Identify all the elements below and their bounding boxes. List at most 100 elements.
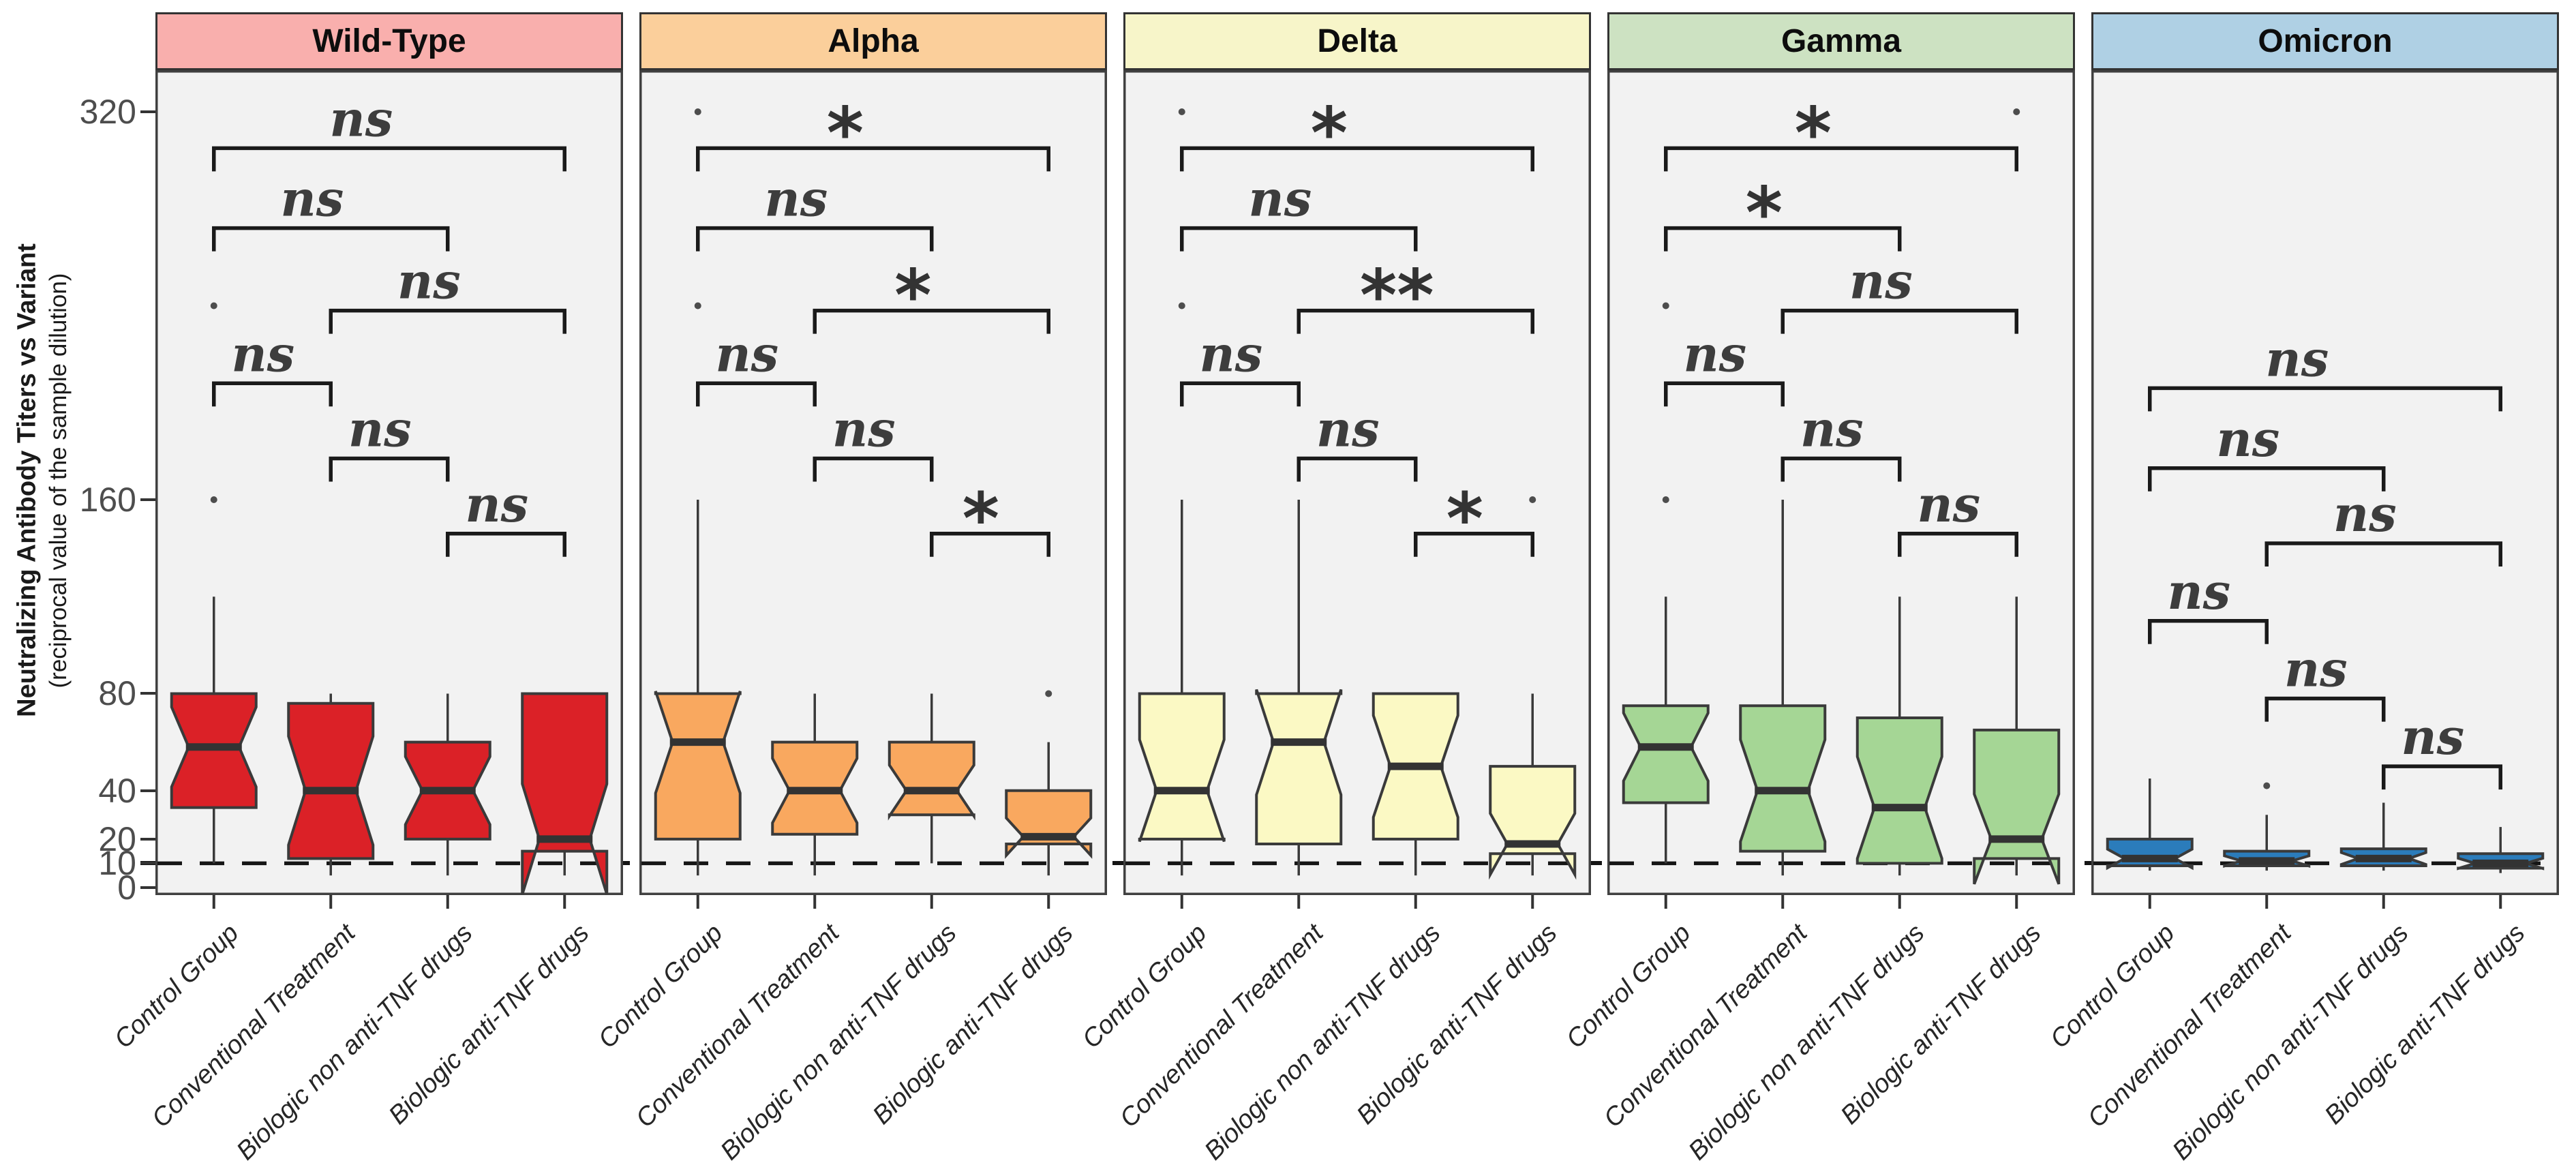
sig-bracket xyxy=(2148,386,2502,412)
y-axis-title: Neutralizing Antibody Titers vs Variant xyxy=(12,243,42,717)
sig-label: ns xyxy=(764,170,828,228)
boxplot-box xyxy=(888,740,975,821)
y-tick-label: 20 xyxy=(98,819,136,858)
sig-label: * xyxy=(1446,477,1483,560)
sig-bracket xyxy=(329,308,566,334)
sig-label: * xyxy=(827,91,864,175)
boxplot-box xyxy=(2106,837,2194,871)
outlier-dot xyxy=(1662,496,1669,503)
sig-label: ** xyxy=(1360,254,1434,337)
outlier-dot xyxy=(210,302,217,309)
sig-bracket xyxy=(2264,541,2502,567)
outlier-dot xyxy=(2013,108,2020,115)
sig-bracket xyxy=(1781,308,2018,334)
sig-bracket xyxy=(212,226,450,252)
sig-label: * xyxy=(963,477,999,560)
panel-title: Gamma xyxy=(1781,23,1902,59)
y-tick-mark xyxy=(140,110,155,113)
sig-label: ns xyxy=(1917,475,1980,533)
y-tick-mark xyxy=(140,692,155,695)
outlier-dot xyxy=(694,302,701,309)
boxplot-box xyxy=(287,701,375,860)
y-tick-label: 0 xyxy=(117,869,136,907)
sig-bracket xyxy=(329,456,450,482)
sig-bracket xyxy=(2382,764,2502,790)
sig-label: ns xyxy=(397,252,461,310)
sig-label: ns xyxy=(2265,329,2329,387)
panel-title: Alpha xyxy=(828,23,919,59)
panel-background xyxy=(2091,70,2559,895)
sig-label: * xyxy=(894,254,931,337)
y-tick-mark xyxy=(140,862,155,865)
sig-label: ns xyxy=(2167,562,2230,620)
sig-bracket xyxy=(446,532,566,557)
sig-bracket xyxy=(212,381,333,407)
sig-bracket xyxy=(696,146,1050,172)
outlier-dot xyxy=(1662,302,1669,309)
panel-header-gamma: Gamma xyxy=(1607,12,2075,70)
boxplot-box xyxy=(1973,728,2061,885)
sig-bracket xyxy=(1180,381,1301,407)
outlier-dot xyxy=(1178,108,1185,115)
y-tick-label: 320 xyxy=(79,92,136,131)
sig-bracket xyxy=(696,226,934,252)
sig-label: ns xyxy=(2284,640,2348,698)
sig-bracket xyxy=(930,532,1050,557)
sig-label: ns xyxy=(1800,400,1864,458)
panel-header-alpha: Alpha xyxy=(639,12,1107,70)
boxplot-box xyxy=(654,691,742,841)
boxplot-box xyxy=(1138,692,1226,843)
sig-bracket xyxy=(1180,146,1534,172)
sig-bracket xyxy=(2148,619,2269,644)
panel-header-omicron: Omicron xyxy=(2091,12,2559,70)
sig-label: ns xyxy=(348,400,412,458)
boxplot-box xyxy=(1855,716,1943,865)
sig-label: ns xyxy=(231,324,294,382)
sig-label: ns xyxy=(1248,170,1312,228)
sig-label: * xyxy=(1746,172,1783,255)
sig-label: ns xyxy=(715,324,778,382)
sig-bracket xyxy=(696,381,817,407)
y-tick-label: 80 xyxy=(98,674,136,713)
sig-label: ns xyxy=(1849,252,1913,310)
outlier-dot xyxy=(1045,690,1052,697)
sig-label: * xyxy=(1795,91,1832,175)
sig-bracket xyxy=(1664,381,1785,407)
panel-header-wild-type: Wild-Type xyxy=(155,12,623,70)
y-axis-subtitle: (reciprocal value of the sample dilution… xyxy=(45,273,72,689)
panel-header-delta: Delta xyxy=(1123,12,1591,70)
sig-bracket xyxy=(813,456,934,482)
y-tick-label: 160 xyxy=(79,480,136,519)
boxplot-box xyxy=(1739,704,1827,853)
y-tick-mark xyxy=(140,886,155,889)
sig-label: ns xyxy=(329,89,393,147)
boxplot-box xyxy=(1255,689,1343,845)
y-tick-label: 40 xyxy=(98,771,136,810)
sig-label: ns xyxy=(2401,708,2464,766)
panel-title: Delta xyxy=(1317,23,1397,59)
outlier-dot xyxy=(1178,302,1185,309)
sig-label: ns xyxy=(1316,400,1380,458)
sig-label: ns xyxy=(280,170,344,228)
boxplot-box xyxy=(1622,704,1710,804)
y-tick-mark xyxy=(140,837,155,841)
y-tick-mark xyxy=(140,789,155,792)
sig-bracket xyxy=(212,146,566,172)
sig-label: ns xyxy=(465,475,528,533)
sig-bracket xyxy=(2264,696,2386,722)
sig-label: ns xyxy=(1199,324,1262,382)
sig-label: ns xyxy=(1683,324,1746,382)
sig-bracket xyxy=(1781,456,1902,482)
sig-label: ns xyxy=(2333,485,2397,543)
sig-bracket xyxy=(1297,456,1418,482)
outlier-dot xyxy=(2263,782,2271,789)
sig-bracket xyxy=(2148,466,2386,492)
y-tick-mark xyxy=(140,498,155,501)
sig-label: * xyxy=(1311,91,1348,175)
y-tick-label: 10 xyxy=(98,844,136,883)
